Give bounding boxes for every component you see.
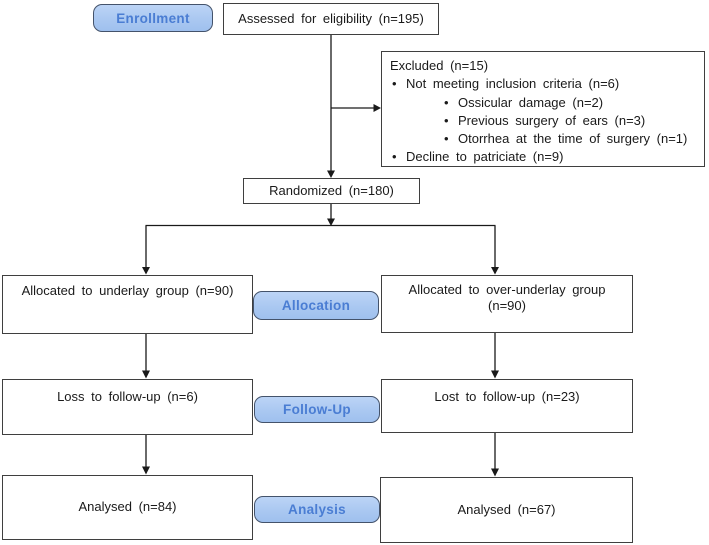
- box-analysed-left: Analysed (n=84): [2, 475, 253, 540]
- excluded-subitem: Previous surgery of ears (n=3): [390, 112, 698, 131]
- stage-label-followup: Follow-Up: [254, 396, 380, 423]
- box-allocated-underlay: Allocated to underlay group (n=90): [2, 275, 253, 334]
- excluded-subitem: Ossicular damage (n=2): [390, 94, 698, 113]
- allocated-over-underlay-line1: Allocated to over-underlay group: [408, 282, 606, 297]
- arrowhead-junction: [327, 218, 335, 226]
- box-allocated-over-underlay: Allocated to over-underlay group (n=90): [381, 275, 633, 333]
- arrowhead-alloc-right: [491, 267, 499, 275]
- arrowhead-analysed-right: [491, 468, 499, 477]
- box-randomized: Randomized (n=180): [243, 178, 420, 204]
- excluded-title: Excluded (n=15): [390, 58, 489, 73]
- arrowhead-excluded: [373, 104, 381, 112]
- box-excluded: Excluded (n=15) Not meeting inclusion cr…: [381, 51, 705, 167]
- box-analysed-right: Analysed (n=67): [380, 477, 633, 543]
- box-lost-followup: Lost to follow-up (n=23): [381, 379, 633, 433]
- excluded-subitem: Otorrhea at the time of surgery (n=1): [390, 130, 698, 149]
- stage-label-allocation: Allocation: [253, 291, 379, 320]
- stage-label-analysis: Analysis: [254, 496, 380, 523]
- arrowhead-alloc-left: [142, 267, 150, 275]
- excluded-content: Excluded (n=15) Not meeting inclusion cr…: [382, 52, 704, 171]
- box-loss-followup: Loss to follow-up (n=6): [2, 379, 253, 435]
- arrowhead-analysed-left: [142, 466, 150, 475]
- arrowhead-followup-right: [491, 370, 499, 379]
- allocated-over-underlay-line2: (n=90): [488, 298, 526, 314]
- excluded-item: Decline to patriciate (n=9): [390, 148, 698, 167]
- box-assessed-eligibility: Assessed for eligibility (n=195): [223, 3, 439, 35]
- excluded-item: Not meeting inclusion criteria (n=6): [390, 75, 698, 94]
- stage-label-enrollment: Enrollment: [93, 4, 213, 32]
- arrowhead-followup-left: [142, 370, 150, 379]
- arrowhead-randomized: [327, 170, 335, 178]
